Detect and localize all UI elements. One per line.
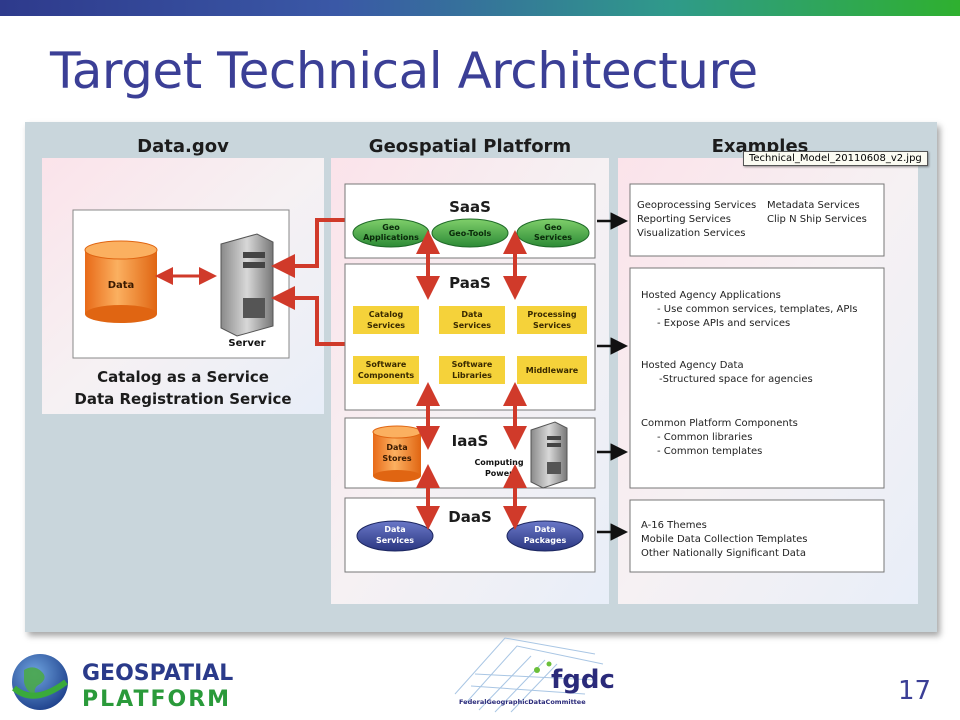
example-daas-line-0: A-16 Themes — [641, 520, 707, 531]
svg-text:Libraries: Libraries — [452, 371, 492, 380]
svg-text:Geo: Geo — [544, 223, 562, 232]
example-paas-line-5: Common Platform Components — [641, 418, 798, 429]
logo-text-platform: PLATFORM — [82, 687, 231, 712]
data-label: Data — [108, 280, 135, 291]
examples-daas-box — [629, 499, 885, 573]
svg-text:Geo: Geo — [382, 223, 400, 232]
fgdc-mark: fgdc — [551, 665, 615, 695]
paas-to-server-arrow — [271, 286, 345, 346]
example-paas-line-1: - Use common services, templates, APIs — [657, 304, 858, 315]
layer-arrows — [416, 230, 527, 530]
server-icon — [220, 233, 274, 337]
svg-text:Packages: Packages — [524, 536, 567, 545]
page-number: 17 — [898, 676, 932, 706]
example-paas-line-3: Hosted Agency Data — [641, 360, 744, 371]
saas-to-server-arrow — [271, 218, 345, 278]
example-saas-col1-2: Visualization Services — [637, 228, 746, 239]
fgdc-name: FederalGeographicDataCommittee — [459, 698, 586, 706]
daas-title: DaaS — [448, 508, 492, 526]
computing-server-icon — [530, 421, 568, 489]
filename-tooltip: Technical_Model_20110608_v2.jpg — [743, 151, 928, 166]
computing-label-1: Computing — [474, 458, 523, 467]
svg-text:Services: Services — [534, 233, 572, 242]
saas-geo-tools: Geo-Tools — [431, 218, 509, 248]
example-saas-col2-1: Clip N Ship Services — [767, 214, 867, 225]
paas-data-services: Data Services — [439, 306, 505, 334]
examples-saas-box — [629, 183, 885, 257]
datagov-caption-line2: Data Registration Service — [74, 390, 291, 408]
svg-text:Services: Services — [533, 321, 571, 330]
daas-data-packages: Data Packages — [506, 520, 584, 552]
paas-middleware: Middleware — [517, 356, 587, 384]
paas-processing-services: Processing Services — [517, 306, 587, 334]
column-header-platform: Geospatial Platform — [369, 136, 571, 157]
datagov-caption-line1: Catalog as a Service — [97, 368, 269, 386]
data-stores-label-2: Stores — [382, 454, 411, 463]
server-label: Server — [228, 338, 265, 349]
svg-text:Applications: Applications — [363, 233, 419, 242]
fgdc-logo: fgdc FederalGeographicDataCommittee — [454, 637, 615, 713]
slide-title: Target Technical Architecture — [50, 42, 758, 100]
svg-text:Processing: Processing — [527, 310, 576, 319]
example-daas-line-1: Mobile Data Collection Templates — [641, 534, 808, 545]
computing-label-2: Power — [485, 469, 513, 478]
paas-catalog-services: Catalog Services — [353, 306, 419, 334]
svg-text:Data: Data — [534, 525, 555, 534]
svg-text:Services: Services — [453, 321, 491, 330]
svg-text:Data: Data — [461, 310, 482, 319]
svg-text:Catalog: Catalog — [369, 310, 404, 319]
paas-software-components: Software Components — [353, 356, 419, 384]
paas-title: PaaS — [449, 274, 491, 292]
svg-text:Software: Software — [452, 360, 493, 369]
architecture-diagram: Data.gov Geospatial Platform Examples Da… — [25, 122, 937, 632]
example-paas-line-0: Hosted Agency Applications — [641, 290, 781, 301]
data-stores-cylinder-icon — [372, 425, 422, 482]
example-paas-line-4: -Structured space for agencies — [659, 374, 813, 385]
iaas-title: IaaS — [452, 432, 489, 450]
data-stores-label-1: Data — [386, 443, 407, 452]
example-daas-line-2: Other Nationally Significant Data — [641, 548, 806, 559]
example-saas-col1-1: Reporting Services — [637, 214, 731, 225]
daas-data-services: Data Services — [356, 520, 434, 552]
example-paas-line-2: - Expose APIs and services — [657, 318, 790, 329]
svg-text:Services: Services — [367, 321, 405, 330]
data-cylinder-icon — [84, 240, 158, 323]
example-saas-col1-0: Geoprocessing Services — [637, 200, 756, 211]
geospatial-platform-logo: GEOSPATIAL PLATFORM — [11, 654, 233, 712]
example-paas-line-7: - Common templates — [657, 446, 762, 457]
example-arrows — [597, 212, 628, 541]
example-saas-col2-0: Metadata Services — [767, 200, 860, 211]
svg-text:Data: Data — [384, 525, 405, 534]
top-accent-bar — [0, 0, 960, 16]
saas-title: SaaS — [449, 198, 491, 216]
svg-text:Services: Services — [376, 536, 414, 545]
paas-box — [344, 263, 596, 411]
svg-text:Geo-Tools: Geo-Tools — [449, 229, 492, 238]
examples-paas-box — [629, 267, 885, 489]
saas-geo-services: Geo Services — [516, 218, 590, 248]
saas-geo-applications: Geo Applications — [352, 218, 430, 248]
svg-text:Software: Software — [366, 360, 407, 369]
svg-text:Components: Components — [358, 371, 415, 380]
logo-text-geospatial: GEOSPATIAL — [82, 661, 233, 686]
svg-text:Middleware: Middleware — [526, 366, 579, 375]
column-header-datagov: Data.gov — [137, 136, 229, 157]
paas-software-libraries: Software Libraries — [439, 356, 505, 384]
example-paas-line-6: - Common libraries — [657, 432, 752, 443]
